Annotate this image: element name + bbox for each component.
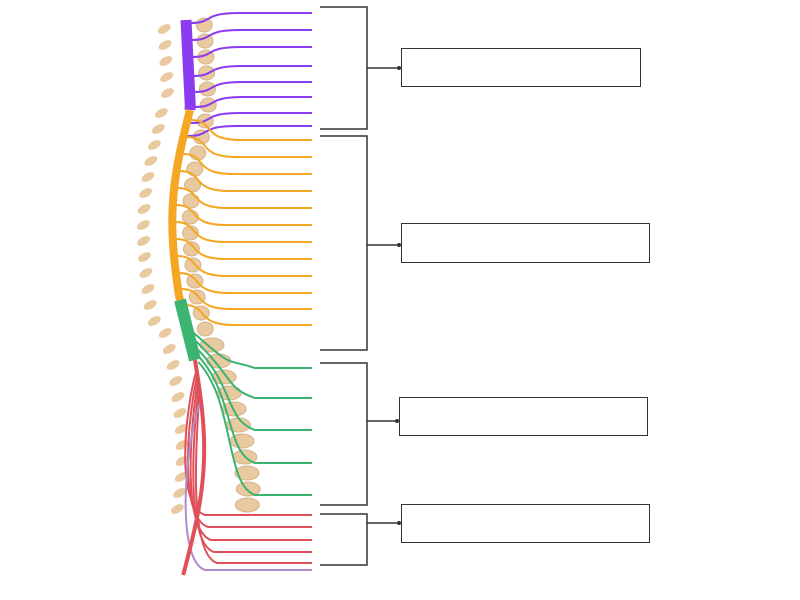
- label-box-lumbar[interactable]: [399, 397, 648, 436]
- spinal-nerve: [176, 255, 312, 277]
- vertebra-body: [196, 33, 214, 49]
- spinous-process: [158, 40, 172, 50]
- spinal-nerve: [175, 204, 312, 226]
- spinal-nerve: [187, 125, 312, 137]
- spinous-process: [159, 56, 173, 66]
- spinal-cord-segment: [181, 359, 207, 576]
- spinal-nerve: [175, 221, 312, 243]
- spinous-process: [173, 488, 187, 498]
- arrow-head-icon: [395, 419, 399, 423]
- spinal-nerve: [193, 81, 312, 93]
- vertebra-body: [186, 161, 204, 177]
- arrow-head-icon: [397, 66, 401, 70]
- spinal-nerve: [197, 361, 312, 496]
- spinous-process: [137, 236, 150, 246]
- spinal-nerve: [189, 329, 312, 369]
- vertebra-body: [184, 177, 202, 193]
- spinous-process: [157, 24, 171, 34]
- region-bracket: [320, 135, 400, 351]
- spinous-process: [170, 504, 184, 514]
- spinal-nerve: [195, 353, 312, 464]
- spinous-process: [137, 204, 151, 214]
- label-box-cervical[interactable]: [401, 48, 641, 87]
- spinal-nerve: [190, 29, 312, 41]
- spinous-process: [137, 220, 150, 230]
- vertebra-body: [184, 257, 202, 273]
- spinous-process: [141, 284, 155, 294]
- vertebra-body: [182, 241, 200, 257]
- label-box-sacral[interactable]: [401, 504, 650, 543]
- spinal-nerve: [177, 187, 312, 209]
- spinal-nerve: [190, 112, 312, 124]
- arrow-head-icon: [397, 521, 401, 525]
- spinous-process: [148, 140, 161, 150]
- spinal-nerve: [191, 337, 312, 399]
- arrow-head-icon: [397, 243, 401, 247]
- spinal-nerve: [180, 288, 312, 310]
- spinal-nerves: [175, 12, 312, 571]
- spinous-process: [141, 172, 155, 182]
- spinous-process: [160, 72, 174, 82]
- spinal-nerve: [178, 272, 312, 294]
- spinous-process: [139, 268, 153, 278]
- spinous-process: [173, 408, 187, 418]
- spinal-nerve: [190, 12, 312, 24]
- spinous-process: [162, 344, 176, 354]
- vertebra-body: [234, 465, 260, 481]
- vertebra-body: [234, 497, 260, 513]
- spinous-process: [174, 424, 188, 434]
- spinous-process: [154, 108, 168, 118]
- region-bracket: [320, 6, 400, 130]
- spinal-nerve: [184, 304, 312, 326]
- spinous-process: [169, 376, 183, 386]
- spinous-process: [158, 328, 172, 338]
- spinous-process: [166, 360, 180, 370]
- spinal-nerve: [191, 46, 312, 58]
- label-box-thoracic[interactable]: [401, 223, 650, 263]
- spinal-nerve: [190, 119, 312, 141]
- spinal-cord: [168, 19, 207, 576]
- spinal-nerve: [184, 399, 312, 571]
- region-bracket: [320, 362, 398, 506]
- spinal-nerve: [192, 384, 312, 553]
- spinous-process: [161, 88, 174, 98]
- spinous-process: [147, 316, 161, 326]
- spinal-nerve: [189, 379, 312, 541]
- region-brackets: [320, 6, 401, 566]
- spinal-nerve: [182, 153, 312, 175]
- spinous-process: [171, 392, 185, 402]
- spinal-nerve: [194, 96, 312, 108]
- spinous-process: [144, 156, 158, 166]
- spinal-cord-segment: [174, 298, 201, 362]
- spinous-process: [143, 300, 157, 310]
- vertebra-body: [196, 321, 214, 337]
- spinal-nerve: [186, 136, 312, 158]
- region-bracket: [320, 513, 400, 566]
- spinal-nerve: [184, 369, 312, 516]
- vertebra-body: [235, 481, 261, 497]
- spinal-cord-segment: [180, 19, 196, 111]
- spinous-process: [174, 472, 188, 482]
- spinous-process: [138, 252, 151, 262]
- spinal-nerve: [193, 345, 312, 431]
- spinal-cord-segment: [168, 109, 194, 301]
- spinal-nerve: [192, 65, 312, 77]
- spinal-nerve: [175, 238, 312, 260]
- spinous-process: [151, 124, 165, 134]
- spinous-process: [139, 188, 152, 198]
- spinal-nerve: [179, 170, 312, 192]
